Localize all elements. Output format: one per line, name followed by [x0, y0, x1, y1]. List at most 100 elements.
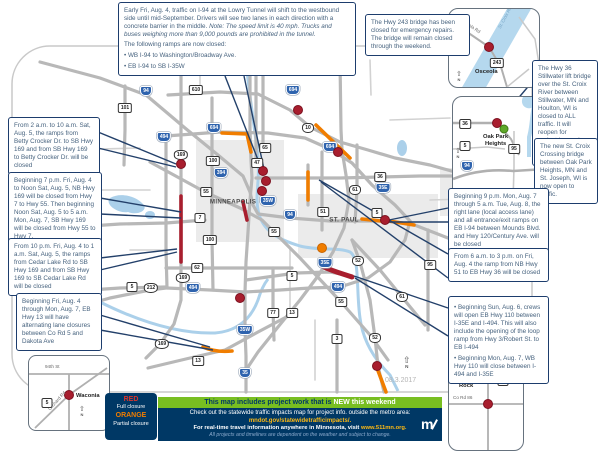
highway-shield-5: 5	[286, 271, 298, 281]
callout-mounds-blvd: Beginning 9 p.m. Mon, Aug. 7 through 5 a…	[448, 188, 549, 254]
banner-highlight: NEW this weekend	[333, 399, 396, 406]
highway-shield-51: 51	[317, 207, 329, 217]
orange-closure-marker	[317, 243, 327, 253]
highway-shield-694: 694	[206, 123, 222, 133]
red-closure-marker	[258, 166, 268, 176]
waconia-inset-map	[29, 367, 109, 430]
callout-hwy51-ramp: From 6 a.m. to 3 p.m. on Fri, Aug. 4 the…	[448, 248, 549, 282]
mndot-logo: m	[420, 416, 439, 432]
callout-lowry-tunnel: Early Fri, Aug. 4, traffic on I-94 at th…	[118, 2, 356, 76]
north-compass: ⇧ N	[403, 356, 411, 370]
red-closure-marker	[380, 215, 390, 225]
rivers	[99, 61, 400, 392]
shield-94: 94	[461, 161, 473, 171]
highway-shield-101: 101	[117, 103, 133, 113]
shield-95: 95	[508, 144, 520, 154]
compass-arrow-icon: ⇧	[79, 406, 85, 413]
highway-shield-55: 55	[200, 187, 212, 197]
highway-shield-52: 52	[369, 333, 381, 343]
oak-park-compass: ⇧ N	[455, 148, 461, 159]
shield-243: 243	[489, 58, 505, 68]
mndot-logo-m: m	[420, 416, 434, 432]
highway-shield-5: 5	[126, 282, 138, 292]
legend-orange-desc: Partial closure	[113, 420, 149, 427]
legend-orange-label: ORANGE	[115, 412, 147, 420]
highway-shield-94: 94	[140, 86, 152, 96]
callout-hwy110: Beginning Sun, Aug. 6, crews will open E…	[448, 296, 549, 384]
highway-shield-13: 13	[192, 356, 204, 366]
travel-info-text: For real-time travel information anywher…	[193, 425, 361, 431]
highway-shield-7: 7	[194, 213, 206, 223]
highway-shield-610: 610	[188, 85, 204, 95]
highway-shield-36: 36	[374, 172, 386, 182]
statewide-info-text: Check out the statewide traffic impacts …	[189, 410, 411, 416]
waconia-compass: ⇧ N	[79, 406, 85, 417]
red-closure-marker	[261, 176, 271, 186]
highway-shield-35E: 35E	[317, 258, 333, 268]
highway-shield-494: 494	[185, 283, 201, 293]
callout-hwy13: Beginning Fri, Aug. 4 through Mon, Aug. …	[16, 293, 102, 351]
disclaimer-text: All projects and timelines are dependent…	[209, 432, 391, 439]
highway-shield-3: 3	[331, 334, 343, 344]
callout-cedar-lake: From 10 p.m. Fri, Aug. 4 to 1 a.m. Sat, …	[8, 238, 102, 296]
banner-prefix: This map includes project work that is	[204, 399, 334, 406]
red-closure-marker	[257, 186, 267, 196]
highway-shield-694: 694	[285, 85, 301, 95]
highway-shield-62: 62	[191, 263, 203, 273]
highway-shield-55: 55	[268, 227, 280, 237]
osceola-compass: ⇧ N	[456, 71, 462, 82]
highway-shield-77: 77	[267, 308, 279, 318]
red-closure-marker	[333, 147, 343, 157]
red-closure-marker	[372, 361, 382, 371]
new-this-weekend-banner: This map includes project work that is N…	[158, 397, 442, 408]
lowry-text: Early Fri, Aug. 4, traffic on I-94 at th…	[124, 7, 340, 30]
red-closure-marker	[176, 159, 186, 169]
highway-shield-100: 100	[202, 235, 218, 245]
castle-rock-label-2: Rock	[459, 383, 474, 389]
shield-36: 36	[459, 119, 471, 129]
red-closure-marker	[235, 293, 245, 303]
compass-n-label: N	[457, 77, 461, 82]
hwy110-bullet-1: Beginning Sun, Aug. 6, crews will open E…	[454, 304, 543, 352]
lowry-bullet-2: EB I-94 to SB I-35W	[124, 63, 350, 71]
co-rd-86-label: Co Rd 86	[453, 395, 473, 400]
legend-red-desc: Full closure	[116, 404, 146, 411]
compass-n-label: N	[80, 412, 84, 417]
compass-n-label: N	[456, 154, 460, 159]
city-label-st-paul: ST. PAUL	[329, 216, 359, 224]
osceola-city-label: Osceola	[475, 69, 498, 75]
lowry-note: Note: The speed limit is 40 mph. Trucks …	[124, 22, 332, 38]
compass-arrow-icon: ⇧	[403, 355, 411, 365]
highway-shield-61: 61	[396, 292, 408, 302]
94th-st-label: 94th St	[45, 364, 60, 369]
lowry-bullet-1: WB I-94 to Washington/Broadway Ave.	[124, 52, 350, 60]
legend-red-label: RED	[123, 396, 139, 403]
highway-shield-169: 169	[154, 339, 170, 349]
waconia-city-label: Waconia	[76, 393, 100, 399]
oak-park-city-label-2: Heights	[485, 141, 507, 147]
info-banner: Check out the statewide traffic impacts …	[158, 408, 442, 441]
map-legend: RED Full closure ORANGE Partial closure	[105, 393, 157, 440]
highway-shield-35E: 35E	[375, 183, 391, 193]
inset-waconia: 94th St 5 Waconia Orchard Rd ⇧ N	[28, 355, 110, 431]
lakes	[108, 140, 407, 219]
highway-shield-55: 55	[335, 297, 347, 307]
callout-betty-crocker: From 2 a.m. to 10 a.m. Sat, Aug. 5, the …	[8, 117, 100, 175]
highway-shield-212: 212	[143, 283, 159, 293]
compass-arrow-icon: ⇧	[456, 71, 462, 78]
inset-osceola: Osceola Rd St. Croix River 243 Osceola ⇧…	[448, 8, 540, 88]
statewide-map-link[interactable]: mndot.gov/statewidetrafficimpacts/.	[248, 417, 352, 424]
highway-shield-100: 100	[205, 156, 221, 166]
highway-shield-494: 494	[156, 132, 172, 142]
compass-arrow-icon: ⇧	[455, 148, 461, 155]
highway-shield-13: 13	[286, 308, 298, 318]
highway-shield-52: 52	[352, 256, 364, 266]
highway-shield-65: 65	[259, 143, 271, 153]
highway-shield-394: 394	[213, 168, 229, 178]
red-closure-marker	[293, 105, 303, 115]
highway-shield-95: 95	[424, 260, 436, 270]
highway-shield-169: 169	[175, 273, 191, 283]
511-link[interactable]: www.511mn.org.	[360, 425, 407, 431]
shield-5: 5	[459, 141, 471, 151]
